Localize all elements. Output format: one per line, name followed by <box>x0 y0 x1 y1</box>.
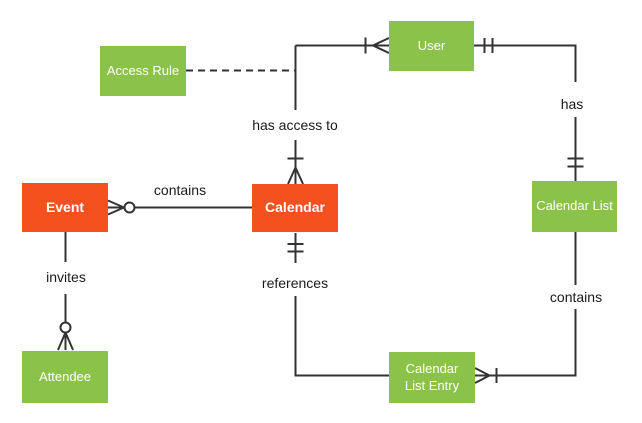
crow-foot-many-user <box>372 37 390 54</box>
ring-zero-event <box>123 201 136 214</box>
crow-foot-many-entry <box>474 367 490 384</box>
connector-invites <box>57 232 74 351</box>
label-contains-event: contains <box>151 182 209 198</box>
label-references: references <box>259 275 331 291</box>
double-tick-user <box>483 38 494 53</box>
double-tick-calendar-list <box>567 157 584 168</box>
ring-zero-attendee <box>59 321 72 334</box>
entity-attendee: Attendee <box>22 351 108 403</box>
entity-calendar-list: Calendar List <box>532 181 617 232</box>
entity-access-rule: Access Rule <box>100 46 186 96</box>
label-invites: invites <box>44 269 88 285</box>
label-contains-list: contains <box>547 289 605 305</box>
entity-calendar-list-entry: Calendar List Entry <box>389 352 475 403</box>
entity-event: Event <box>22 183 108 232</box>
label-has: has <box>558 96 586 112</box>
entity-calendar: Calendar <box>252 184 338 232</box>
connector-contains-event <box>107 199 252 216</box>
connector-has-access-to <box>287 37 390 185</box>
double-tick-references <box>287 243 304 253</box>
crow-foot-many-attendee <box>57 332 74 351</box>
connector-contains-list <box>474 232 577 384</box>
entity-user: User <box>389 21 474 71</box>
label-has-access-to: has access to <box>250 117 340 133</box>
crow-foot-many-event <box>107 199 125 216</box>
crow-foot-many-calendar <box>287 167 304 185</box>
connector-references <box>287 233 389 377</box>
connector-has <box>474 38 584 181</box>
